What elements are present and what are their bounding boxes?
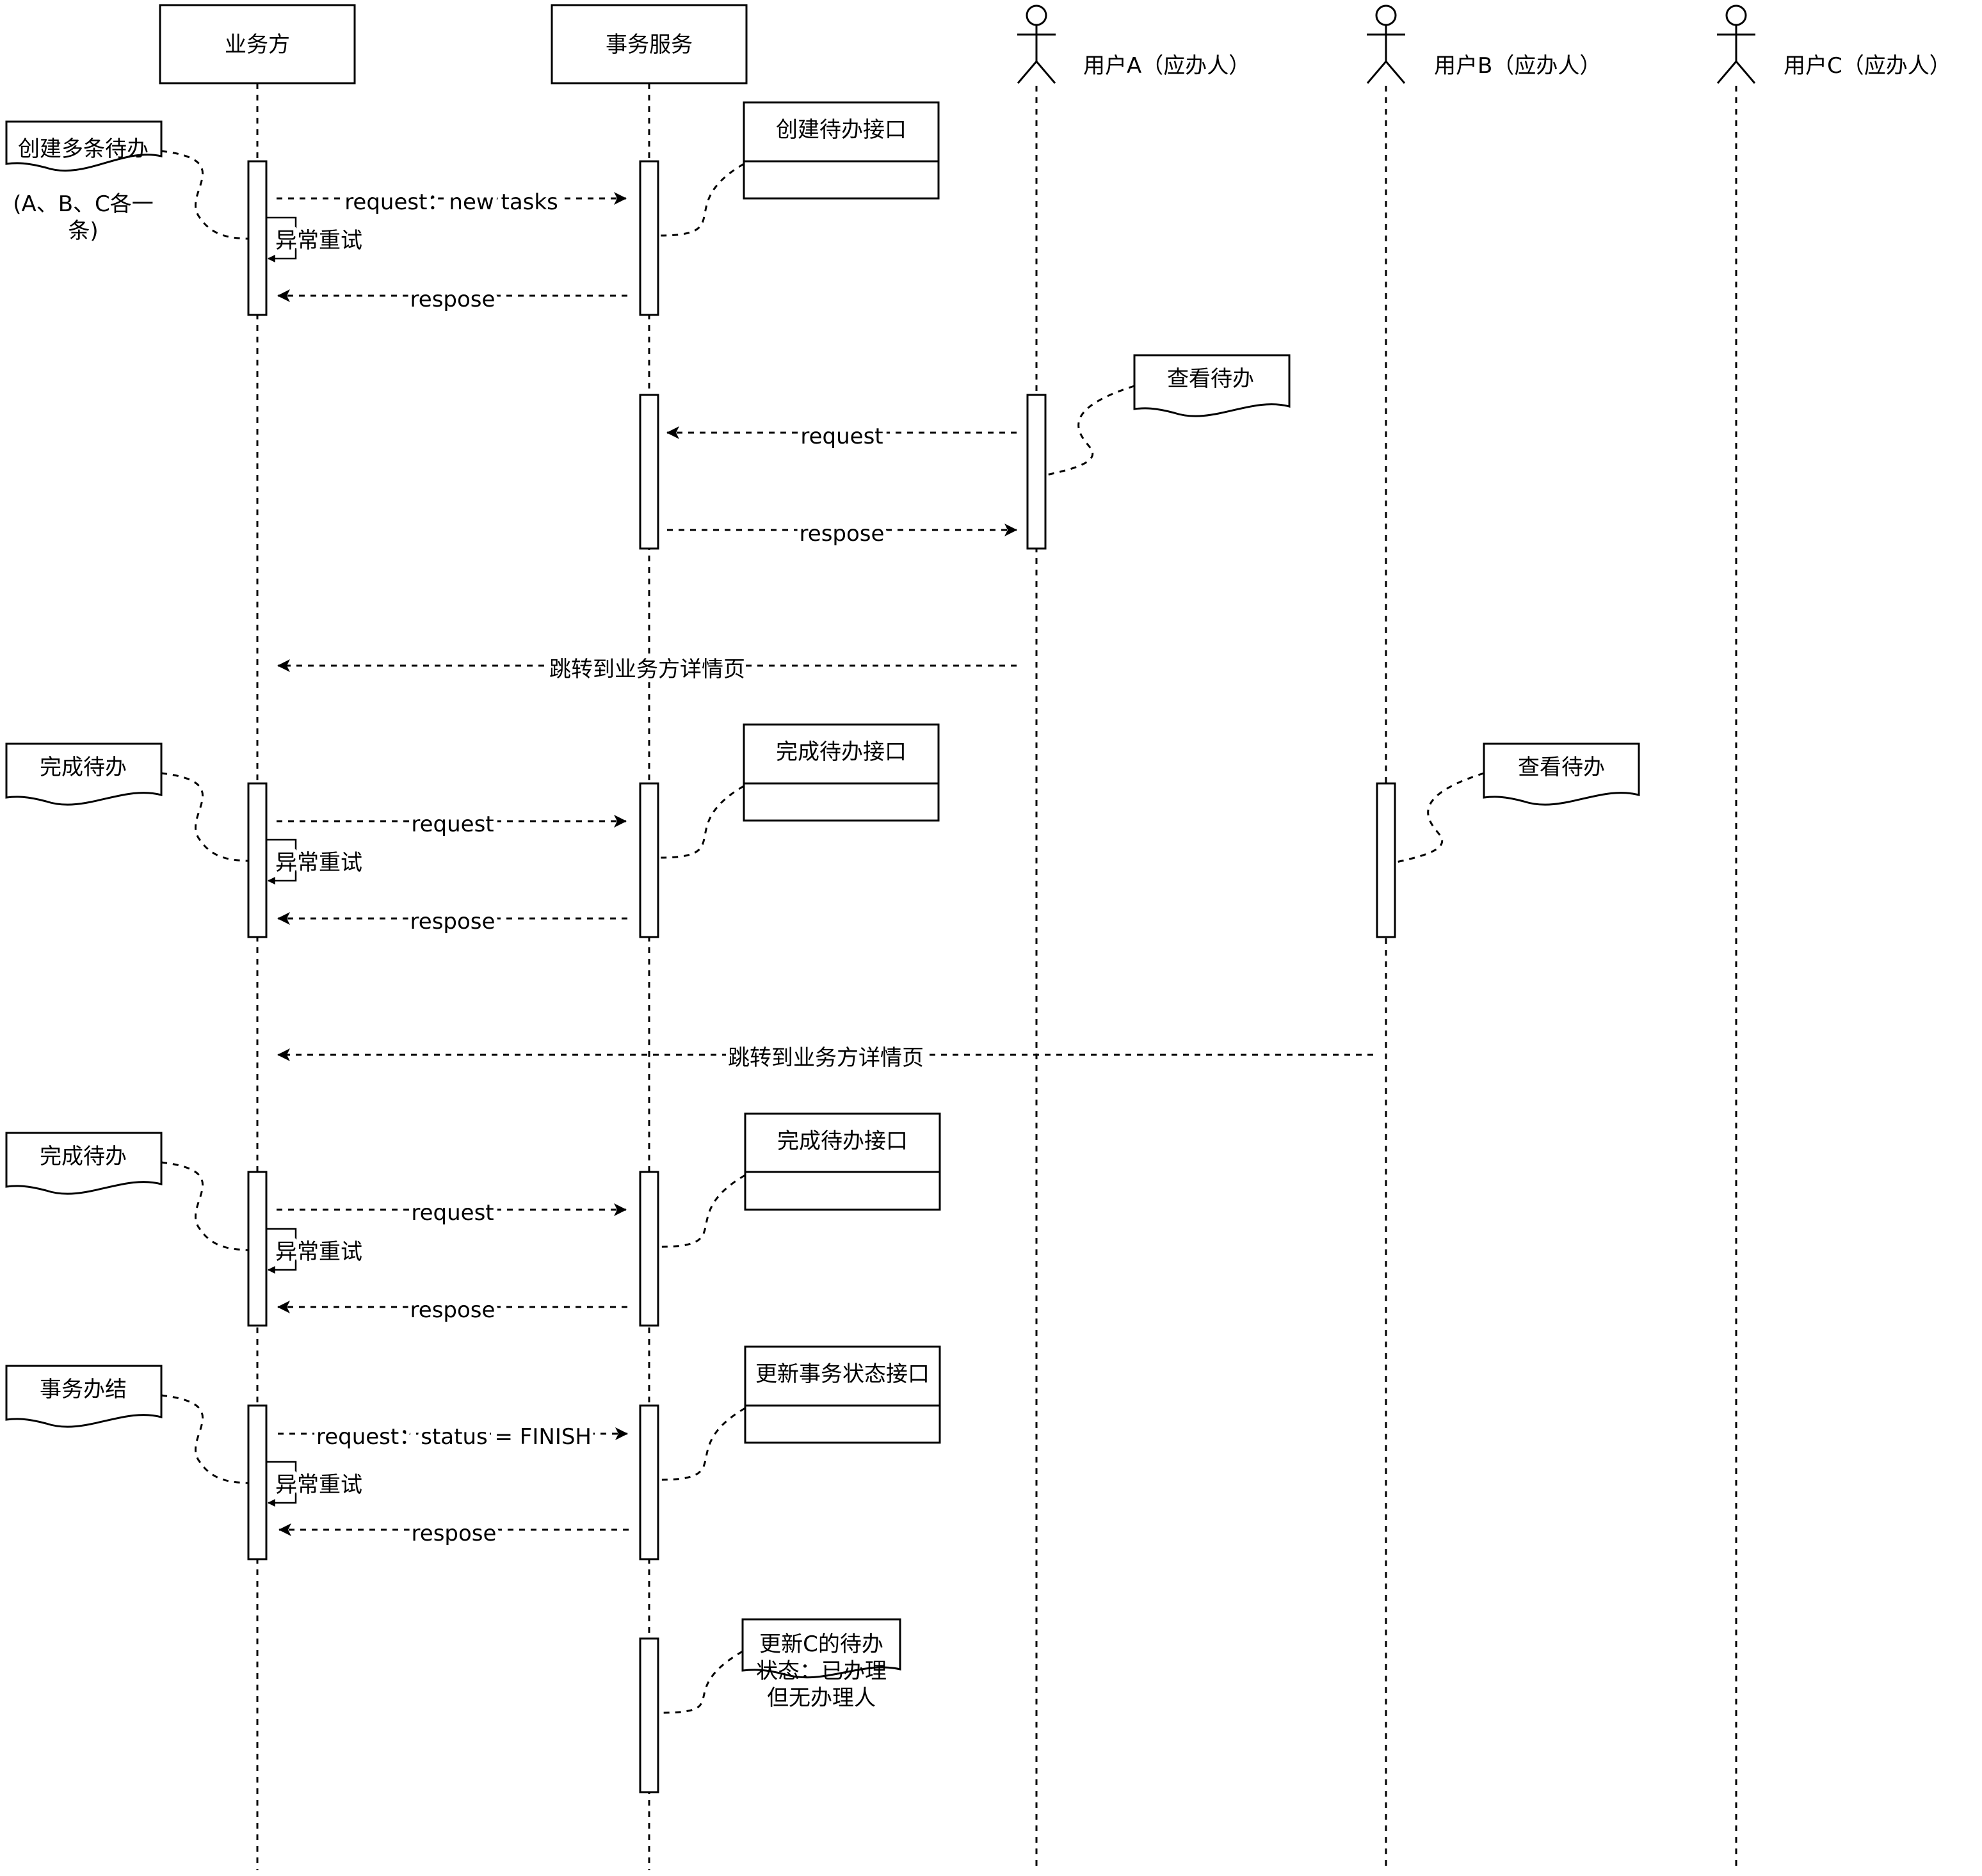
message-label: request：status = FINISH bbox=[316, 1424, 592, 1450]
retry-loop bbox=[266, 1228, 297, 1274]
activation-business bbox=[247, 160, 268, 316]
activation-service bbox=[639, 160, 659, 316]
activation-business bbox=[247, 1171, 268, 1327]
retry-label: 异常重试 bbox=[275, 1239, 362, 1265]
note-complete-1-label: 完成待办 bbox=[40, 755, 127, 780]
note-create-multi bbox=[5, 120, 163, 172]
retry-label: 异常重试 bbox=[275, 1472, 362, 1498]
participant-business: 业务方 bbox=[159, 4, 356, 84]
note-update-c-label: 状态：已办理 bbox=[756, 1658, 887, 1684]
note-update-c bbox=[741, 1618, 901, 1679]
interface-create-api bbox=[743, 101, 940, 200]
activation-service bbox=[639, 1637, 659, 1793]
actor-user-c-label: 用户C（应办人） bbox=[1784, 53, 1951, 79]
message-label: 跳转到业务方详情页 bbox=[728, 1045, 924, 1071]
interface-update-status-api bbox=[744, 1345, 941, 1444]
note-view-a-label: 查看待办 bbox=[1167, 366, 1254, 392]
activation-business bbox=[247, 1404, 268, 1560]
note-finish-label: 事务办结 bbox=[40, 1377, 127, 1402]
messages bbox=[277, 192, 1373, 1536]
message-label: request bbox=[411, 1200, 494, 1226]
interface-update-status-api-label: 更新事务状态接口 bbox=[755, 1361, 930, 1387]
note-complete-2-label: 完成待办 bbox=[40, 1144, 127, 1169]
interface-complete-api-2 bbox=[744, 1112, 941, 1211]
interface-complete-api-1-label: 完成待办接口 bbox=[776, 739, 906, 765]
activation-service bbox=[639, 782, 659, 938]
retry-label: 异常重试 bbox=[275, 228, 362, 253]
note-view-b-label: 查看待办 bbox=[1518, 755, 1605, 780]
activations bbox=[247, 160, 1396, 1793]
note-create-multi-title: 创建多条待办 bbox=[18, 136, 149, 162]
note-update-c-label: 更新C的待办 bbox=[759, 1631, 883, 1657]
participant-business-label: 业务方 bbox=[225, 32, 290, 58]
message-label: respose bbox=[412, 1521, 497, 1546]
note-view-b bbox=[1483, 742, 1640, 806]
actor-user-a-label: 用户A（应办人） bbox=[1083, 53, 1250, 79]
note-complete-1 bbox=[5, 742, 163, 806]
retry-label: 异常重试 bbox=[275, 850, 362, 876]
interface-complete-api-2-label: 完成待办接口 bbox=[777, 1128, 908, 1154]
participant-transaction-service: 事务服务 bbox=[551, 4, 748, 84]
message-label: respose bbox=[800, 521, 885, 547]
interface-create-api-label: 创建待办接口 bbox=[776, 117, 906, 143]
note-update-c-label: 但无办理人 bbox=[767, 1685, 876, 1711]
actor-user-c bbox=[1716, 4, 1756, 84]
note-complete-2 bbox=[5, 1132, 163, 1195]
message-labels: request：new tasks 异常重试 respose request r… bbox=[271, 186, 928, 1550]
message-label: respose bbox=[410, 1297, 496, 1323]
participant-transaction-service-label: 事务服务 bbox=[606, 32, 693, 58]
actor-user-b-label: 用户B（应办人） bbox=[1434, 53, 1601, 79]
note-view-a bbox=[1133, 354, 1291, 417]
note-connectors bbox=[161, 150, 1485, 1714]
retry-loop bbox=[266, 1461, 297, 1507]
retry-loops bbox=[266, 216, 297, 1507]
actor-user-a bbox=[1017, 4, 1056, 84]
activation-business bbox=[247, 782, 268, 938]
message-label: respose bbox=[410, 287, 496, 312]
note-create-multi-detail: (A、B、C各一 bbox=[13, 191, 154, 217]
note-texts: 创建多条待办 (A、B、C各一 条) 创建待办接口 查看待办 完成待办 完成待办… bbox=[13, 117, 1605, 1711]
lifelines bbox=[256, 83, 1737, 1870]
note-create-multi-detail: 条) bbox=[68, 218, 98, 244]
activation-service bbox=[639, 1171, 659, 1327]
interface-complete-api-1 bbox=[743, 723, 940, 822]
activation-user-a bbox=[1026, 394, 1047, 550]
retry-loop bbox=[266, 838, 297, 885]
actor-user-c-icon bbox=[1725, 4, 1747, 26]
actor-user-a-icon bbox=[1026, 4, 1047, 26]
note-finish bbox=[5, 1365, 163, 1428]
activation-service bbox=[639, 1404, 659, 1560]
activation-user-b bbox=[1376, 782, 1396, 938]
message-label: request bbox=[411, 812, 494, 837]
actor-user-b-icon bbox=[1375, 4, 1397, 26]
notes bbox=[5, 120, 1640, 1679]
message-label: 跳转到业务方详情页 bbox=[549, 657, 745, 682]
actor-user-b bbox=[1366, 4, 1406, 84]
activation-service bbox=[639, 394, 659, 550]
message-label: request：new tasks bbox=[344, 189, 558, 215]
message-label: respose bbox=[410, 909, 496, 934]
retry-loop bbox=[266, 216, 297, 262]
message-label: request bbox=[800, 424, 883, 449]
interface-boxes bbox=[743, 101, 941, 1444]
